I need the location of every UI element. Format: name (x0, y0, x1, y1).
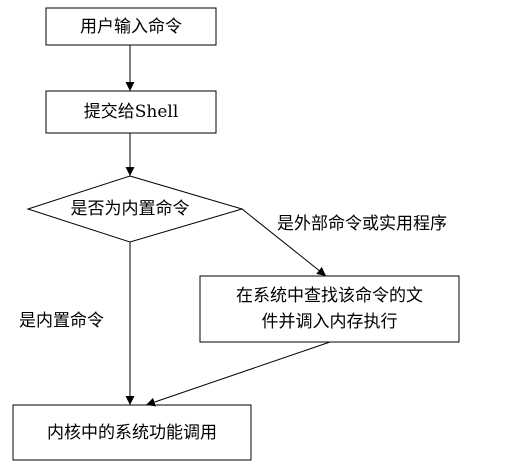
arrow-decision-to-search (241, 208, 327, 277)
user-input-box (45, 7, 217, 46)
builtin-command-edge-label: 是内置命令 (19, 311, 104, 331)
submit-shell-label: 提交给Shell (83, 102, 179, 122)
search-file-label-line1: 在系统中查找该命令的文 (236, 286, 423, 306)
kernel-call-box (12, 404, 252, 461)
search-file-label-line2: 件并调入内存执行 (261, 312, 398, 332)
decision-label: 是否为内置命令 (70, 199, 190, 219)
user-input-label: 用户输入命令 (80, 17, 182, 37)
external-command-edge-label: 是外部命令或实用程序 (277, 214, 447, 234)
submit-shell-box (45, 90, 217, 134)
arrow-search-to-kernel (145, 341, 331, 407)
kernel-call-label: 内核中的系统功能调用 (47, 423, 217, 443)
